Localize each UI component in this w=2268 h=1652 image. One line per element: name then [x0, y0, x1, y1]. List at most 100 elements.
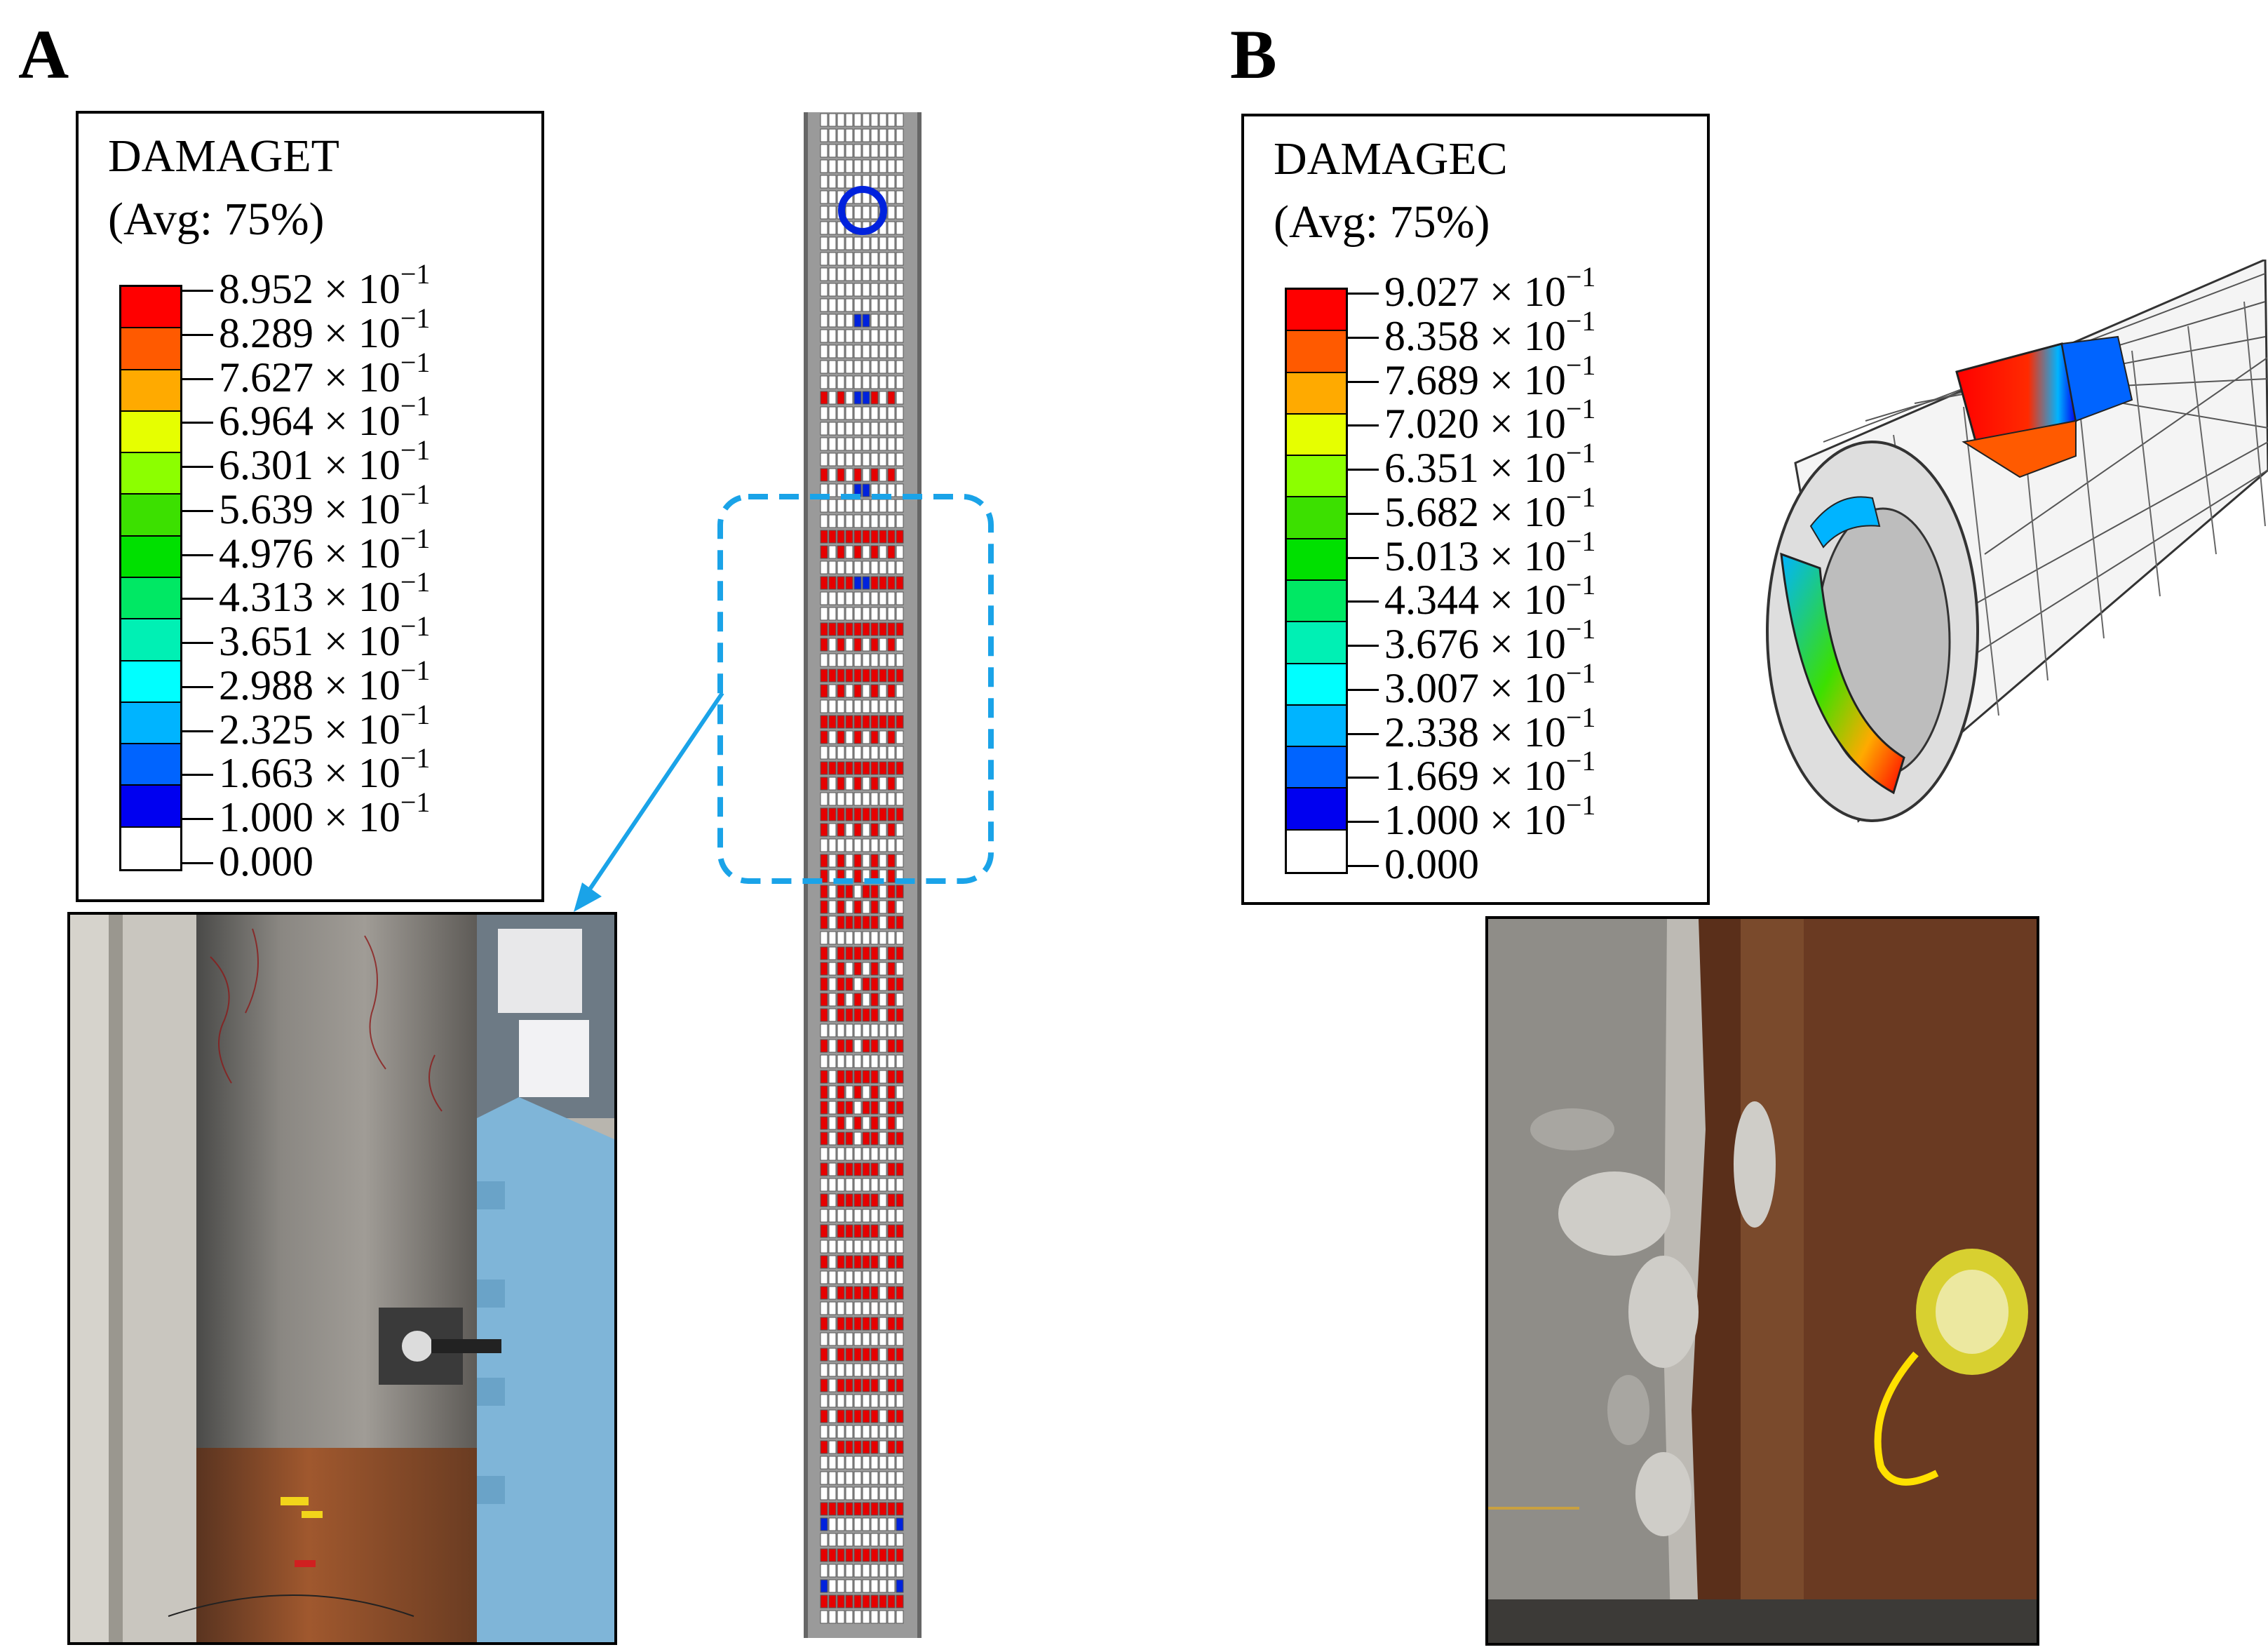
mesh-element [862, 1023, 870, 1037]
mesh-element [853, 807, 862, 821]
mesh-element [845, 1579, 853, 1593]
mesh-element [820, 746, 828, 760]
mesh-element [887, 1085, 896, 1099]
mesh-element [837, 1085, 845, 1099]
mesh-element [828, 298, 837, 312]
mesh-element [845, 437, 853, 451]
mesh-element [845, 1502, 853, 1516]
mesh-element [837, 113, 845, 127]
mesh-element [879, 406, 887, 420]
mesh-element [820, 314, 828, 328]
mesh-element [837, 715, 845, 729]
mesh-element [862, 1240, 870, 1254]
mesh-element [837, 962, 845, 976]
mesh-element [896, 422, 904, 436]
mesh-element [837, 360, 845, 374]
mesh-element [820, 838, 828, 852]
mesh-element [837, 1008, 845, 1022]
mesh-element [870, 1270, 879, 1284]
mesh-element [820, 236, 828, 250]
legend-tick [182, 333, 213, 336]
mesh-element [820, 1008, 828, 1022]
mesh-element [828, 468, 837, 482]
mesh-element [820, 1131, 828, 1146]
mesh-element [896, 1594, 904, 1609]
mesh-element [837, 483, 845, 497]
mesh-element [887, 962, 896, 976]
mesh-element [837, 1332, 845, 1346]
mesh-element [820, 391, 828, 405]
mesh-element [837, 1224, 845, 1238]
mesh-element [845, 1409, 853, 1423]
mesh-element [853, 391, 862, 405]
mesh-element [879, 344, 887, 358]
mesh-element [820, 993, 828, 1007]
legend-label-exponent: −1 [400, 698, 431, 730]
mesh-element [837, 699, 845, 713]
mesh-element [853, 1502, 862, 1516]
mesh-element [820, 854, 828, 868]
legend-label: 1.663 × 10−1 [219, 744, 430, 795]
legend-average: (Avg: 75%) [108, 194, 325, 245]
mesh-element [896, 1564, 904, 1578]
mesh-element [820, 1085, 828, 1099]
mesh-element [879, 946, 887, 960]
mesh-element [853, 314, 862, 328]
mesh-element [820, 823, 828, 837]
mesh-element [896, 1224, 904, 1238]
mesh-element [879, 1517, 887, 1531]
mesh-element [887, 128, 896, 142]
mesh-element [870, 1363, 879, 1377]
mesh-element [862, 946, 870, 960]
mesh-element [828, 1209, 837, 1223]
mesh-element [887, 885, 896, 899]
mesh-element [845, 1054, 853, 1068]
mesh-element [820, 1564, 828, 1578]
mesh-element [853, 931, 862, 945]
mesh-element [828, 792, 837, 806]
mesh-element [828, 159, 837, 173]
legend-tick [1348, 821, 1379, 824]
mesh-element [896, 159, 904, 173]
mesh-element [887, 1394, 896, 1408]
mesh-element [896, 298, 904, 312]
mesh-element [853, 375, 862, 389]
mesh-element [862, 885, 870, 899]
mesh-element [896, 391, 904, 405]
mesh-element [853, 1348, 862, 1362]
mesh-element [845, 1456, 853, 1470]
mesh-element [896, 730, 904, 744]
mesh-element [887, 1594, 896, 1609]
mesh-element [820, 669, 828, 683]
mesh-element [887, 159, 896, 173]
mesh-element [887, 931, 896, 945]
mesh-element [879, 1039, 887, 1053]
legend-label: 6.964 × 10−1 [219, 392, 430, 443]
mesh-element [853, 1193, 862, 1207]
mesh-element [828, 1008, 837, 1022]
mesh-element [828, 1440, 837, 1454]
mesh-element [828, 1378, 837, 1392]
mesh-element [896, 576, 904, 590]
mesh-element [820, 684, 828, 698]
mesh-element [887, 190, 896, 204]
mesh-element [896, 885, 904, 899]
mesh-element [845, 314, 853, 328]
legend-label-exponent: −1 [1565, 261, 1596, 293]
mesh-element [879, 838, 887, 852]
mesh-element [862, 128, 870, 142]
mesh-element [853, 823, 862, 837]
mesh-element [828, 283, 837, 297]
mesh-element [870, 761, 879, 775]
legend-swatch [1287, 830, 1346, 872]
mesh-element [828, 1023, 837, 1037]
mesh-element [845, 730, 853, 744]
mesh-element [879, 452, 887, 466]
mesh-element [870, 622, 879, 636]
mesh-element [837, 391, 845, 405]
mesh-element [862, 344, 870, 358]
mesh-element [887, 622, 896, 636]
mesh-element [845, 1178, 853, 1192]
mesh-element [845, 1209, 853, 1223]
